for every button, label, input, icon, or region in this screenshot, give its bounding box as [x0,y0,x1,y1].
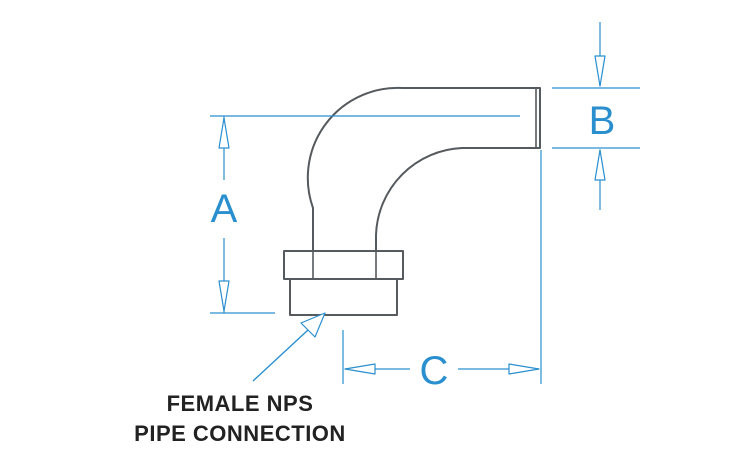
c-arrow-left [344,363,376,375]
dimension-b-label: B [589,99,616,143]
leader-arrowhead [300,312,326,338]
dimension-b: B [552,22,640,210]
a-arrow-bottom [218,280,230,312]
b-arrow-top [594,55,606,87]
callout-text-line2: PIPE CONNECTION [134,421,346,446]
dimension-c-label: C [420,349,449,393]
a-arrow-top [218,117,230,149]
dimension-a-label: A [211,187,238,231]
c-arrow-right [508,363,540,375]
dimension-c: C [342,150,542,393]
callout-leader [252,312,326,382]
hex-fitting [283,250,404,316]
dimension-a: A [210,115,520,314]
b-arrow-bottom [594,149,606,181]
callout-text-line1: FEMALE NPS [166,391,314,416]
elbow-tube [306,86,541,253]
